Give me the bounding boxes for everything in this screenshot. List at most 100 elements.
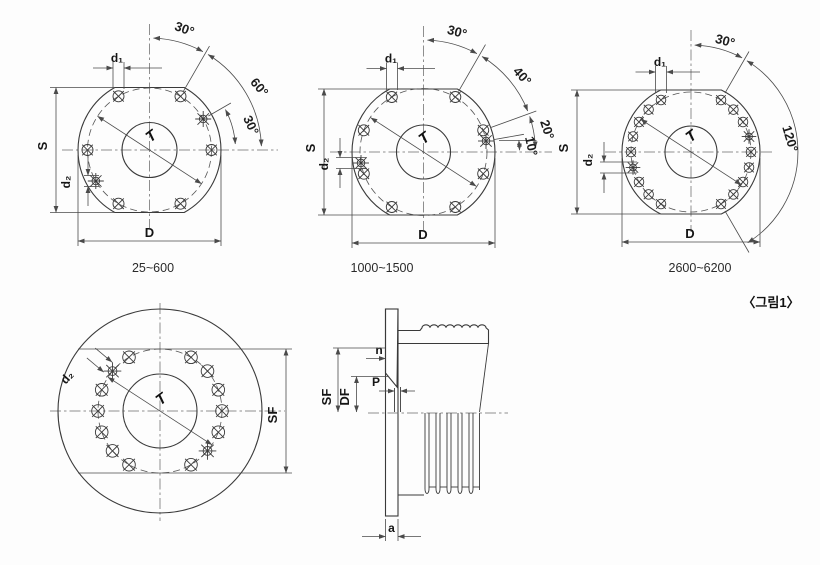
s-dimension: S <box>556 89 660 215</box>
flange-plate <box>384 308 399 517</box>
dim-label-d2: d₂ <box>317 158 331 171</box>
bolt-circle <box>359 88 488 216</box>
bolt-hole <box>385 201 398 213</box>
bolt-hole <box>357 167 370 180</box>
bolt-hole <box>105 444 120 458</box>
d2-dimension: d₂ <box>317 138 366 188</box>
dim-label-t: T <box>416 128 435 148</box>
pipe-section-diagram: n P SF DF a <box>319 308 508 541</box>
dim-label-d1: d₁ <box>654 55 666 69</box>
flange-large-diagram: T S D d₁ d₂ <box>556 30 801 275</box>
d-dimension: D <box>77 155 222 246</box>
angle-dimensions: 30° 120° <box>694 31 801 253</box>
bolt-hole <box>200 364 215 378</box>
bolt-hole-star <box>625 160 641 175</box>
dim-label-t: T <box>153 389 172 409</box>
dim-label-d2: d₂ <box>58 368 77 387</box>
angle-label-20: 20° <box>537 118 557 141</box>
bolt-hole <box>743 162 755 173</box>
dim-label-s: S <box>35 141 50 150</box>
angle-label-30: 30° <box>446 22 469 42</box>
bolt-hole <box>477 124 490 137</box>
s-dimension: S <box>35 87 114 213</box>
bolt-hole <box>633 176 645 188</box>
dim-label-d: D <box>145 225 154 240</box>
bolt-hole-star <box>103 362 122 380</box>
bolt-hole <box>737 176 749 188</box>
bolt-hole <box>122 457 136 472</box>
dim-label-s: S <box>556 143 571 152</box>
p-dimension: P <box>372 375 415 394</box>
bolt-hole-star <box>741 129 757 144</box>
d2-dimension: d₂ <box>581 142 637 193</box>
bolt-hole <box>737 116 749 128</box>
bolt-hole <box>643 104 654 115</box>
bolt-hole-star <box>478 133 494 149</box>
bolt-hole <box>94 383 109 397</box>
centerlines <box>330 26 552 230</box>
dim-label-n: n <box>375 343 382 357</box>
dim-label-a: a <box>388 521 395 535</box>
bolt-holes <box>91 350 229 472</box>
size-range-caption: 1000~1500 <box>351 261 414 275</box>
angle-label-40: 40° <box>510 64 534 89</box>
d-dimension: D <box>351 158 496 248</box>
bolt-hole <box>174 197 187 210</box>
bolt-hole <box>477 167 490 180</box>
bolt-hole <box>215 404 229 418</box>
bolt-hole <box>122 350 136 365</box>
dim-label-s: S <box>303 143 318 152</box>
bolt-hole <box>91 404 105 418</box>
flange-outline <box>57 308 263 514</box>
d1-dimension: d₁ <box>93 51 162 89</box>
d1-dimension: d₁ <box>366 52 435 90</box>
bolt-hole <box>449 91 462 103</box>
bolt-hole <box>627 131 639 142</box>
d2-dimension: d₂ <box>59 156 99 206</box>
dim-label-sf: SF <box>265 407 280 424</box>
dim-label-d2: d₂ <box>59 176 73 189</box>
bolt-hole <box>357 124 370 137</box>
angle-label-10: 10° <box>522 135 541 157</box>
dim-label-t: T <box>143 126 162 146</box>
bolt-hole-star <box>195 111 212 127</box>
flange-small-diagram: T S D d₁ d₂ <box>35 18 278 275</box>
bolt-hole <box>112 197 125 210</box>
bolt-hole <box>211 425 226 439</box>
flange-face-diagram: T d₂ SF <box>50 303 292 521</box>
s-dimension: S <box>303 88 389 216</box>
bolt-hole <box>184 350 198 365</box>
dim-label-df: DF <box>337 388 352 405</box>
bolt-hole-star <box>198 442 217 460</box>
bolt-hole <box>643 189 654 200</box>
df-dimension: DF <box>337 376 389 413</box>
sf-dimension: SF <box>78 348 292 474</box>
d1-dimension: d₁ <box>635 55 700 93</box>
angle-dimensions: 30° 60° 30° <box>153 18 272 147</box>
centerlines <box>50 303 285 521</box>
figure-number-label: 〈그림1〉 <box>742 295 799 310</box>
angle-label-60: 60° <box>247 75 271 100</box>
bolt-hole <box>94 425 109 439</box>
bolt-hole <box>174 90 187 103</box>
angle-label-30: 30° <box>714 31 737 51</box>
angle-label-30: 30° <box>173 18 197 39</box>
bolt-hole <box>715 94 727 106</box>
bolt-hole <box>655 94 667 106</box>
section-pipe-wall <box>397 324 490 345</box>
bolt-hole <box>112 90 125 103</box>
bolt-hole <box>184 457 198 472</box>
dim-label-t: T <box>683 126 702 146</box>
bolt-hole <box>633 116 645 128</box>
dim-label-d1: d₁ <box>385 52 397 66</box>
bolt-hole <box>728 189 739 200</box>
size-range-caption: 25~600 <box>132 261 174 275</box>
d2-dimension: d₂ <box>58 347 113 387</box>
bolt-hole <box>211 383 226 397</box>
bolt-hole <box>715 198 727 210</box>
dim-label-d2: d₂ <box>581 154 595 167</box>
n-dimension: n <box>366 343 386 361</box>
section-neck <box>384 308 399 389</box>
angle-label-30b: 30° <box>240 113 262 137</box>
angle-label-120: 120° <box>779 124 801 154</box>
